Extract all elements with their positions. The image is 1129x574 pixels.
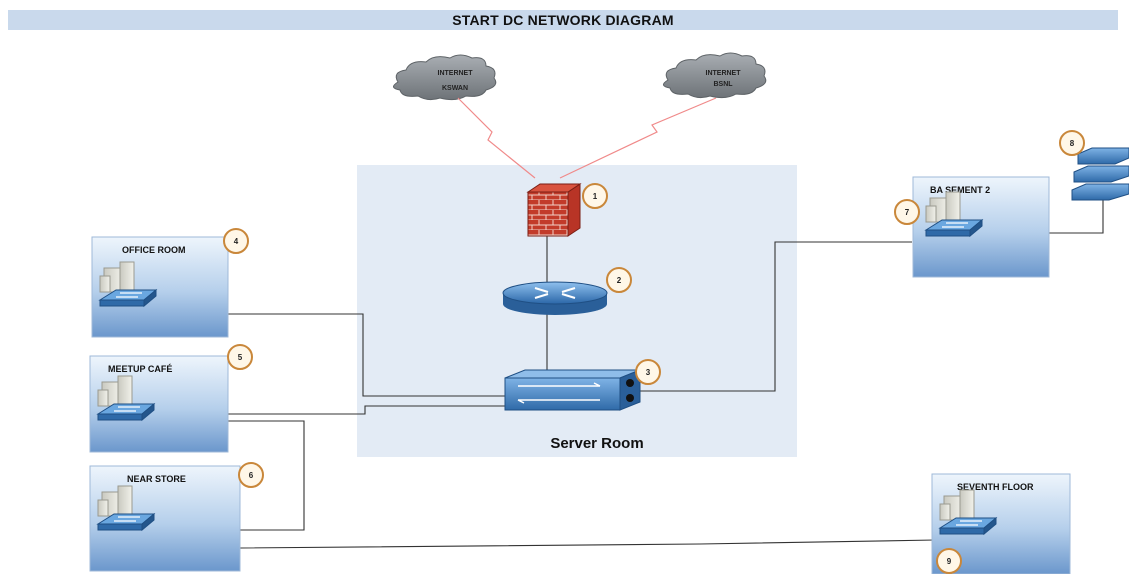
- link-near-store: [228, 420, 305, 531]
- badge-3: 3: [635, 359, 661, 385]
- badge-9: 9: [936, 548, 962, 574]
- badge-number: 5: [238, 353, 243, 362]
- room-basement-2: BA SEMENT 2: [912, 176, 1050, 278]
- multilayer-switch-icon: [504, 377, 621, 411]
- firewall-device: [526, 183, 582, 237]
- room-label: MEETUP CAFÉ: [108, 364, 172, 374]
- link-basement: [626, 241, 912, 392]
- badge-7: 7: [894, 199, 920, 225]
- badge-number: 8: [1070, 139, 1075, 148]
- building-switch-icon: [98, 261, 158, 308]
- wan-link-bsnl: [559, 97, 717, 179]
- wan-link-ksawn: [457, 97, 536, 179]
- router-device: [502, 281, 608, 315]
- link-meetup-cafe: [228, 405, 508, 415]
- building-switch-icon: [96, 375, 156, 422]
- badge-number: 4: [234, 237, 239, 246]
- badge-5: 5: [227, 344, 253, 370]
- room-label: OFFICE ROOM: [122, 245, 186, 255]
- badge-1: 1: [582, 183, 608, 209]
- internet-cloud-bsnl: INTERNET BSNL: [663, 52, 767, 99]
- room-meetup-cafe: MEETUP CAFÉ: [89, 355, 229, 453]
- badge-number: 7: [905, 208, 910, 217]
- diagram-title: START DC NETWORK DIAGRAM: [452, 12, 674, 28]
- switch-stack: [1071, 147, 1129, 201]
- router-icon: [502, 281, 608, 305]
- room-label: SEVENTH FLOOR: [957, 482, 1034, 492]
- badge-4: 4: [223, 228, 249, 254]
- server-room-label: Server Room: [550, 435, 643, 452]
- room-label: NEAR STORE: [127, 474, 186, 484]
- connection-lines: [228, 195, 1110, 549]
- cloud-label-line2: BSNL: [713, 81, 733, 88]
- link-office-room: [228, 313, 508, 397]
- link-basement-stack: [1049, 195, 1110, 234]
- building-switch-icon: [924, 191, 984, 238]
- room-label: BA SEMENT 2: [930, 185, 990, 195]
- cloud-label-line1: INTERNET: [706, 70, 742, 77]
- badge-2: 2: [606, 267, 632, 293]
- title-bar: START DC NETWORK DIAGRAM: [8, 10, 1118, 30]
- badge-6: 6: [238, 462, 264, 488]
- badge-number: 1: [593, 192, 598, 201]
- badge-number: 6: [249, 471, 254, 480]
- link-seventh-floor: [239, 539, 936, 549]
- room-near-store: NEAR STORE: [89, 465, 241, 572]
- building-switch-icon: [96, 485, 156, 532]
- badge-number: 2: [617, 276, 622, 285]
- cloud-label-line2: KSWAN: [442, 85, 468, 92]
- badge-number: 3: [646, 368, 651, 377]
- internet-cloud-ksawn: INTERNET KSWAN: [393, 54, 497, 101]
- switch-stack-icon: [1071, 147, 1129, 201]
- cloud-label-line1: INTERNET: [438, 70, 474, 77]
- room-office-room: OFFICE ROOM: [91, 236, 229, 338]
- badge-number: 9: [947, 557, 952, 566]
- badge-8: 8: [1059, 130, 1085, 156]
- building-switch-icon: [938, 489, 998, 536]
- core-switch-device: [504, 369, 641, 411]
